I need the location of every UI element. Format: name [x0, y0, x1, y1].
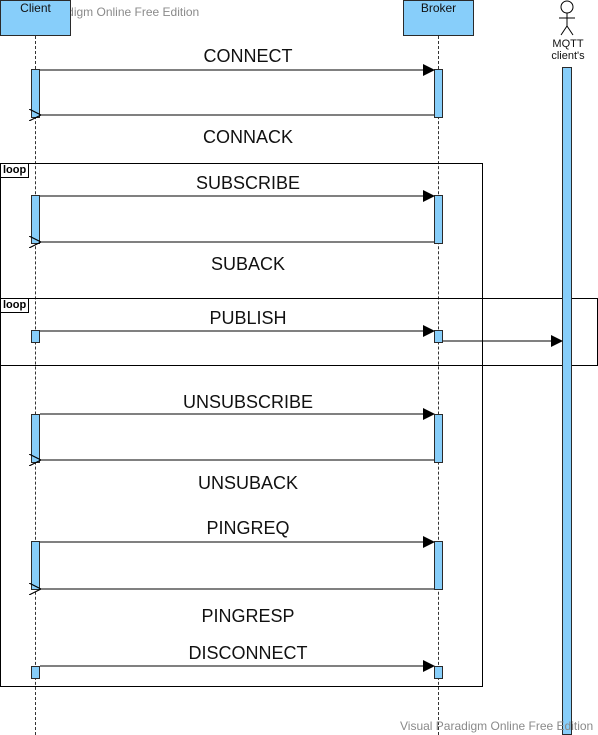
label-disconnect: DISCONNECT — [188, 643, 308, 663]
label-unsubscribe: UNSUBSCRIBE — [182, 392, 314, 412]
actor-label-line2: client's — [551, 50, 585, 62]
loop-fragment-outer-tag: loop — [1, 164, 30, 178]
broker-participant[interactable]: Broker — [403, 0, 474, 36]
broker-activation-pingreq — [434, 541, 443, 590]
actor-label: MQTT client's — [538, 38, 598, 62]
client-label: Client — [20, 1, 51, 15]
client-lifeline — [35, 36, 36, 735]
broker-activation-unsubscribe — [434, 414, 443, 463]
broker-activation-subscribe — [434, 195, 443, 244]
label-publish: PUBLISH — [209, 308, 287, 328]
label-suback: SUBACK — [210, 254, 286, 274]
label-unsuback: UNSUBACK — [197, 473, 299, 493]
label-pingreq: PINGREQ — [206, 518, 290, 538]
label-subscribe: SUBSCRIBE — [195, 173, 301, 193]
loop-fragment-outer[interactable]: loop — [0, 163, 483, 687]
client-participant[interactable]: Client — [0, 0, 71, 36]
broker-activation-connect — [434, 69, 443, 118]
watermark-bottom: Visual Paradigm Online Free Edition — [400, 719, 594, 733]
label-connack: CONNACK — [202, 127, 293, 147]
broker-label: Broker — [420, 1, 457, 15]
broker-lifeline — [438, 36, 439, 735]
loop-fragment-inner-tag: loop — [1, 299, 30, 313]
actor-label-line1: MQTT — [552, 38, 584, 50]
broker-activation-disconnect — [434, 666, 443, 679]
client-activation-disconnect — [31, 666, 40, 679]
label-connect: CONNECT — [203, 46, 293, 66]
label-pingresp: PINGRESP — [201, 606, 295, 626]
client-activation-publish — [31, 330, 40, 343]
